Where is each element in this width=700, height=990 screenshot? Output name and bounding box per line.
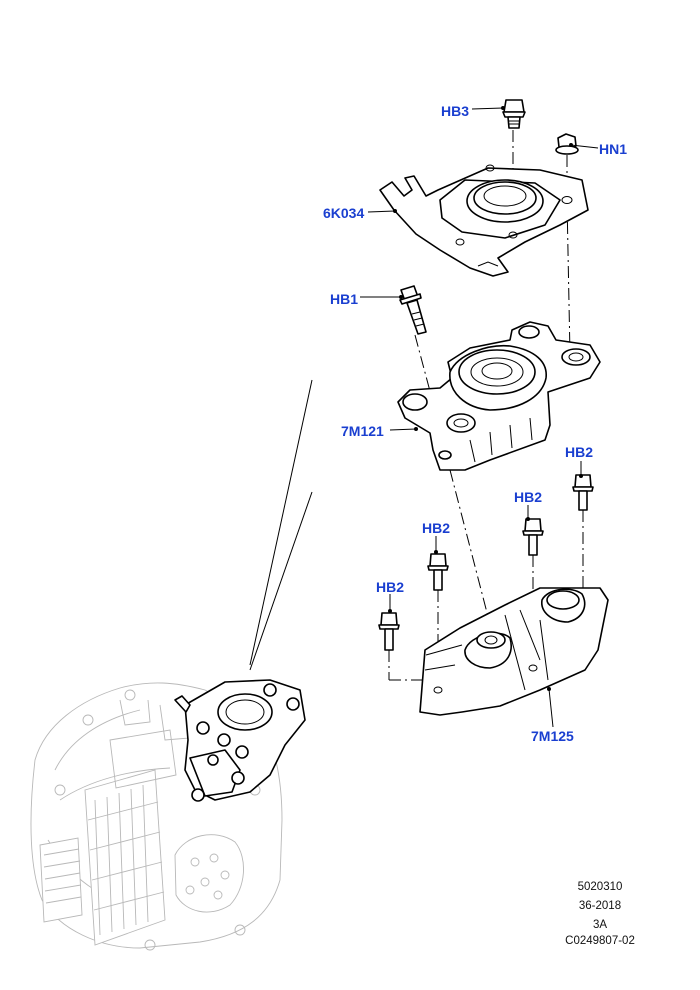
bracket-6k034	[379, 164, 589, 277]
callout-hn1: HN1	[599, 141, 627, 157]
leader-dot-7m121	[414, 427, 418, 431]
callout-7m125: 7M125	[531, 728, 574, 744]
leader-dot-hb3	[501, 106, 505, 110]
leader-7m121	[389, 428, 417, 431]
leader-6k034	[367, 210, 396, 213]
leader-7m125	[548, 688, 554, 728]
callout-hb1: HB1	[330, 291, 358, 307]
bolt-hb2-far	[572, 474, 594, 511]
installed-mount-location	[174, 679, 306, 802]
leader-dot-hb2-right	[526, 517, 530, 521]
zoom-line-lower	[249, 491, 313, 671]
bolt-hb2-middle	[427, 553, 449, 591]
leader-hn1	[570, 144, 599, 149]
callout-7m121: 7M121	[341, 423, 384, 439]
zoom-line-upper	[249, 379, 313, 666]
bolt-hb1	[399, 285, 427, 335]
leader-hb3	[471, 107, 504, 110]
leader-dot-hb2-middle	[434, 550, 438, 554]
leader-dot-hb2-far	[579, 474, 583, 478]
bolt-hb2-right	[522, 518, 544, 556]
engine-mount-7m121	[397, 321, 601, 471]
leader-dot-hb2-left	[388, 609, 392, 613]
reference-section: 36-2018	[578, 900, 622, 912]
bolt-hb3	[502, 99, 526, 129]
reference-illustration-id: C0249807-02	[565, 935, 635, 947]
callout-hb2-far: HB2	[565, 444, 593, 460]
callout-hb2-middle: HB2	[422, 520, 450, 536]
bolt-hb2-left	[378, 612, 400, 651]
leader-dot-7m125	[547, 687, 551, 691]
nut-hn1	[555, 133, 579, 155]
reference-variant: 3A	[592, 919, 608, 931]
leader-dot-6k034	[393, 209, 397, 213]
callout-hb2-right: HB2	[514, 489, 542, 505]
callout-6k034: 6K034	[323, 205, 364, 221]
mount-support-7m125	[419, 587, 609, 716]
reference-number: 5020310	[577, 881, 623, 893]
leader-dot-hn1	[569, 143, 573, 147]
callout-hb2-left: HB2	[376, 579, 404, 595]
leader-dot-hb1	[399, 295, 403, 299]
callout-hb3: HB3	[441, 103, 469, 119]
